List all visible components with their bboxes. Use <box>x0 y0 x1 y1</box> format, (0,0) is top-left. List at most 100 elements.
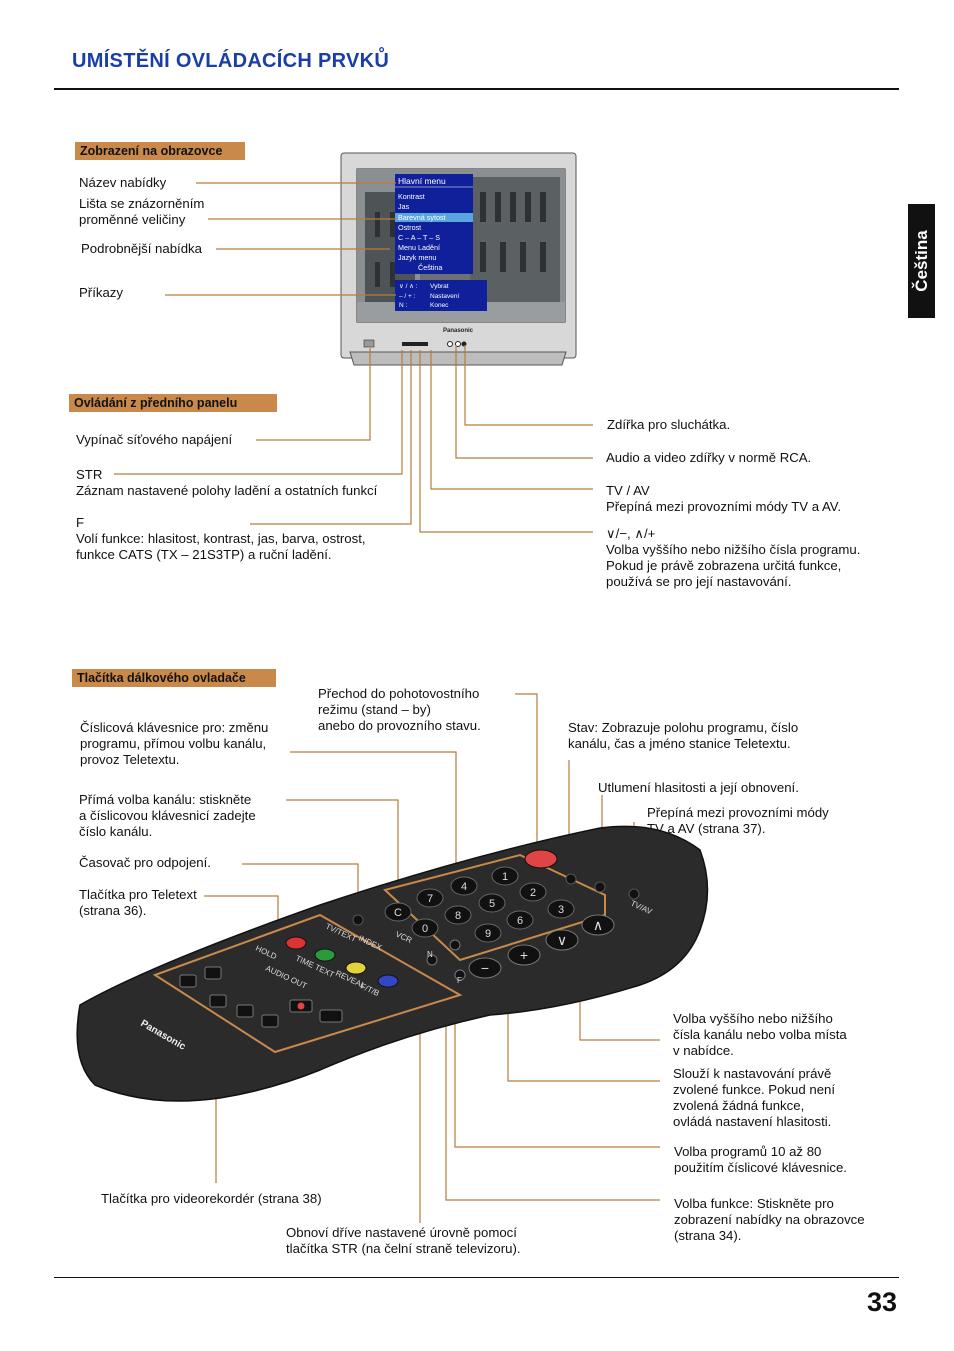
label-str: STR Záznam nastavené polohy ladění a ost… <box>76 467 378 498</box>
vcr-down-button[interactable] <box>261 1014 279 1028</box>
vcr-stop-button[interactable] <box>179 974 197 988</box>
volume-down-button[interactable] <box>468 957 502 979</box>
off-timer-button[interactable] <box>352 914 364 926</box>
f-button[interactable] <box>454 969 466 981</box>
osd-cmd-key: N : <box>399 302 408 309</box>
yellow-teletext-button[interactable] <box>345 961 367 975</box>
prog-10-80-button[interactable] <box>449 939 461 951</box>
tv-base <box>349 351 567 366</box>
rca-jack-icon <box>455 341 461 347</box>
chevron-up-icon: ∧ <box>593 917 603 933</box>
chevron-down-icon: ∨ <box>557 932 567 948</box>
record-icon <box>297 1002 305 1010</box>
green-teletext-button[interactable] <box>314 948 336 962</box>
label-timer: Časovač pro odpojení. <box>79 855 211 870</box>
digit-label: 4 <box>461 881 467 893</box>
label-teletext: Tlačítka pro Teletext (strana 36). <box>79 887 197 918</box>
n-button[interactable] <box>426 954 438 966</box>
channel-down-button[interactable] <box>545 929 579 951</box>
red-teletext-button[interactable] <box>285 936 307 950</box>
f-label: F <box>457 976 462 985</box>
osd-commands <box>395 280 487 311</box>
digit-button[interactable] <box>547 899 575 919</box>
digit-button[interactable] <box>416 888 444 908</box>
digit-button[interactable] <box>474 923 502 943</box>
label-f: F Volí funkce: hlasitost, kontrast, jas,… <box>76 515 366 562</box>
tv-brand-logo: Panasonic <box>443 328 474 334</box>
digit-label: 8 <box>455 910 461 922</box>
osd-item: C – A – T – S <box>398 233 440 242</box>
section-label-front: Ovládání z předního panelu <box>69 394 277 412</box>
label-direct-channel: Přímá volba kanálu: stiskněte a číslicov… <box>79 792 256 839</box>
section-label-remote: Tlačítka dálkového ovladače <box>72 669 276 687</box>
digit-label: 2 <box>530 887 536 899</box>
osd-cmd-key: ∨ / ∧ : <box>399 283 418 290</box>
label-rca: Audio a video zdířky v normě RCA. <box>606 450 812 465</box>
digit-label: 5 <box>489 898 495 910</box>
label-program-10-80: Volba programů 10 až 80 použitím číslico… <box>674 1144 847 1175</box>
label-plus-minus: Slouží k nastavování právě zvolené funkc… <box>673 1066 836 1129</box>
minus-icon: − <box>481 960 489 976</box>
label-function: Volba funkce: Stiskněte pro zobrazení na… <box>674 1196 865 1243</box>
vcr-rewind-button[interactable] <box>209 994 227 1008</box>
label-detail-menu: Podrobnější nabídka <box>81 241 202 256</box>
page-title: UMÍSTĚNÍ OVLÁDACÍCH PRVKŮ <box>72 50 390 72</box>
label-commands: Příkazy <box>79 285 123 300</box>
osd-cmd-key: – / + : <box>399 293 416 300</box>
channel-up-button[interactable] <box>581 914 615 936</box>
status-button[interactable] <box>565 873 577 885</box>
label-restore: Obnoví dříve nastavené úrovně pomocí tla… <box>286 1225 521 1256</box>
digit-label: 3 <box>558 904 564 916</box>
digit-button[interactable] <box>444 905 472 925</box>
label-status: Stav: Zobrazuje polohu programu, číslo k… <box>568 720 799 751</box>
front-buttons <box>402 342 428 346</box>
c-label: C <box>394 907 402 919</box>
digit-button[interactable] <box>491 866 519 886</box>
teletext-vcr-highlight <box>152 913 463 1054</box>
osd-item: Jazyk menu <box>398 253 436 262</box>
osd-menu-title: Hlavní menu <box>398 176 446 186</box>
digit-button[interactable] <box>450 876 478 896</box>
osd-highlight-bar <box>395 213 473 222</box>
section-label-screen: Zobrazení na obrazovce <box>75 142 245 160</box>
label-menu-name: Název nabídky <box>79 175 167 190</box>
digit-label: 0 <box>422 923 428 935</box>
c-button[interactable] <box>384 902 412 922</box>
osd-cmd-value: Vybrat <box>430 283 449 290</box>
digit-button[interactable] <box>411 918 439 938</box>
osd-item: Barevná sytost <box>398 213 446 222</box>
label-remote-tvav: Přepíná mezi provozními módy TV a AV (st… <box>647 805 829 836</box>
footer-rule <box>54 1277 899 1278</box>
page-number: 33 <box>866 1287 897 1317</box>
remote-body <box>76 825 709 1102</box>
tv-illustration: Hlavní menu Kontrast Jas Barevná sytost … <box>340 152 577 366</box>
tvav-button[interactable] <box>628 888 640 900</box>
label-power-switch: Vypínač síťového napájení <box>76 432 233 447</box>
header-rule <box>54 88 899 90</box>
standby-button[interactable] <box>524 849 558 869</box>
label-channel-updown: Volba vyššího nebo nižšího čísla kanálu … <box>673 1011 847 1058</box>
vcr-minus-button[interactable] <box>319 1009 343 1023</box>
osd-item: Jas <box>398 202 410 211</box>
osd-item: Ostrost <box>398 223 421 232</box>
label-mute: Utlumení hlasitosti a její obnovení. <box>598 780 799 795</box>
digit-button[interactable] <box>519 882 547 902</box>
volume-up-button[interactable] <box>507 944 541 966</box>
blue-teletext-button[interactable] <box>377 974 399 988</box>
keypad-highlight <box>382 853 606 962</box>
power-switch <box>363 339 375 348</box>
label-vcr-buttons: Tlačítka pro videorekordér (strana 38) <box>101 1191 322 1206</box>
mute-button[interactable] <box>594 881 606 893</box>
digit-button[interactable] <box>506 910 534 930</box>
plus-icon: + <box>520 947 528 963</box>
osd-item: Menu Ladění <box>398 243 440 252</box>
label-headphones: Zdířka pro sluchátka. <box>607 417 731 432</box>
vcr-pause-button[interactable] <box>204 966 222 980</box>
digit-button[interactable] <box>478 893 506 913</box>
vcr-play-button[interactable] <box>236 1004 254 1018</box>
label-program-updown: ∨/−, ∧/+ Volba vyššího nebo nižšího čísl… <box>606 526 861 589</box>
osd-menu <box>395 174 473 274</box>
digit-label: 6 <box>517 915 523 927</box>
label-bar: Lišta se znázorněním proměnné veličiny <box>79 196 205 227</box>
